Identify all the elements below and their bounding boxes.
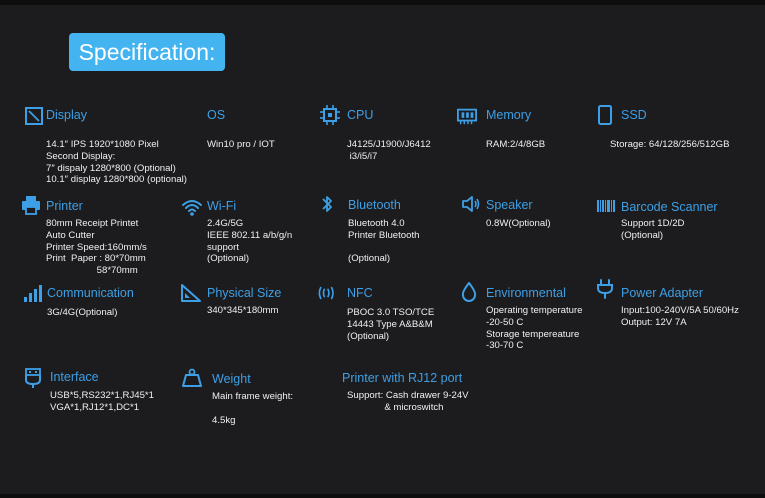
- spec-heading: OS: [207, 108, 226, 122]
- spec-value: 340*345*180mm: [207, 305, 279, 316]
- spec-value: 3G/4G(Optional): [47, 307, 118, 318]
- spec-value: Support 1D/2D (Optional): [621, 218, 685, 241]
- spec-value: Input:100-240V/5A 50/60Hz Output: 12V 7A: [621, 305, 739, 328]
- spec-heading: SSD: [621, 108, 647, 122]
- spec-heading: CPU: [347, 108, 374, 122]
- drop-icon: [459, 282, 479, 302]
- bluetooth-icon: [317, 194, 337, 214]
- spec-heading: Communication: [47, 286, 134, 300]
- spec-heading: Bluetooth: [348, 198, 401, 212]
- signal-icon: [23, 284, 43, 304]
- wifi-icon: [182, 197, 202, 217]
- plug-icon: [595, 279, 615, 299]
- spec-value: 0.8W(Optional): [486, 218, 551, 229]
- spec-heading: Environmental: [486, 286, 566, 300]
- printer-icon: [21, 195, 41, 215]
- spec-heading: Weight: [212, 372, 251, 386]
- spec-value: Support: Cash drawer 9-24V & microswitch: [347, 390, 469, 413]
- spec-value: Main frame weight: 4.5kg: [212, 391, 294, 426]
- spec-value: J4125/J1900/J6412 i3/i5/i7: [347, 139, 431, 162]
- usb-icon: [23, 368, 43, 388]
- memory-icon: [457, 106, 477, 126]
- spec-heading: NFC: [347, 286, 373, 300]
- spec-value: PBOC 3.0 TSO/TCE 14443 Type A&B&M (Optio…: [347, 307, 435, 342]
- spec-value: USB*5,RS232*1,RJ45*1 VGA*1,RJ12*1,DC*1: [50, 390, 154, 413]
- ssd-icon: [595, 105, 615, 125]
- display-icon: [24, 106, 44, 126]
- spec-value: Bluetooth 4.0 Printer Bluetooth (Optiona…: [348, 218, 420, 265]
- ruler-icon: [181, 283, 201, 303]
- spec-heading: Physical Size: [207, 286, 282, 300]
- spec-heading: Speaker: [486, 198, 533, 212]
- spec-heading: Barcode Scanner: [621, 200, 718, 214]
- weight-icon: [182, 368, 202, 388]
- speaker-icon: [461, 194, 481, 214]
- spec-heading: Power Adapter: [621, 286, 703, 300]
- spec-value: Operating temperature -20-50 C Storage t…: [486, 305, 583, 352]
- spec-heading: Printer with RJ12 port: [342, 371, 463, 385]
- spec-value: 2.4G/5G IEEE 802.11 a/b/g/n support (Opt…: [207, 218, 293, 265]
- barcode-icon: [596, 196, 616, 216]
- spec-value: Storage: 64/128/256/512GB: [610, 139, 730, 150]
- top-frame: [0, 0, 765, 5]
- bottom-frame: [0, 494, 765, 498]
- spec-heading: Interface: [50, 370, 99, 384]
- cpu-icon: [320, 105, 340, 125]
- spec-value: 80mm Receipt Printet Auto Cutter Printer…: [46, 218, 147, 277]
- spec-value: Win10 pro / IOT: [207, 139, 275, 150]
- spec-value: RAM:2/4/8GB: [486, 139, 546, 150]
- spec-heading: Wi-Fi: [207, 199, 237, 213]
- nfc-icon: [318, 283, 338, 303]
- spec-heading: Display: [46, 108, 87, 122]
- spec-heading: Printer: [46, 199, 83, 213]
- spec-heading: Memory: [486, 108, 532, 122]
- page-title: Specification:: [69, 33, 225, 71]
- spec-value: 14.1″ IPS 1920*1080 Pixel Second Display…: [46, 139, 188, 186]
